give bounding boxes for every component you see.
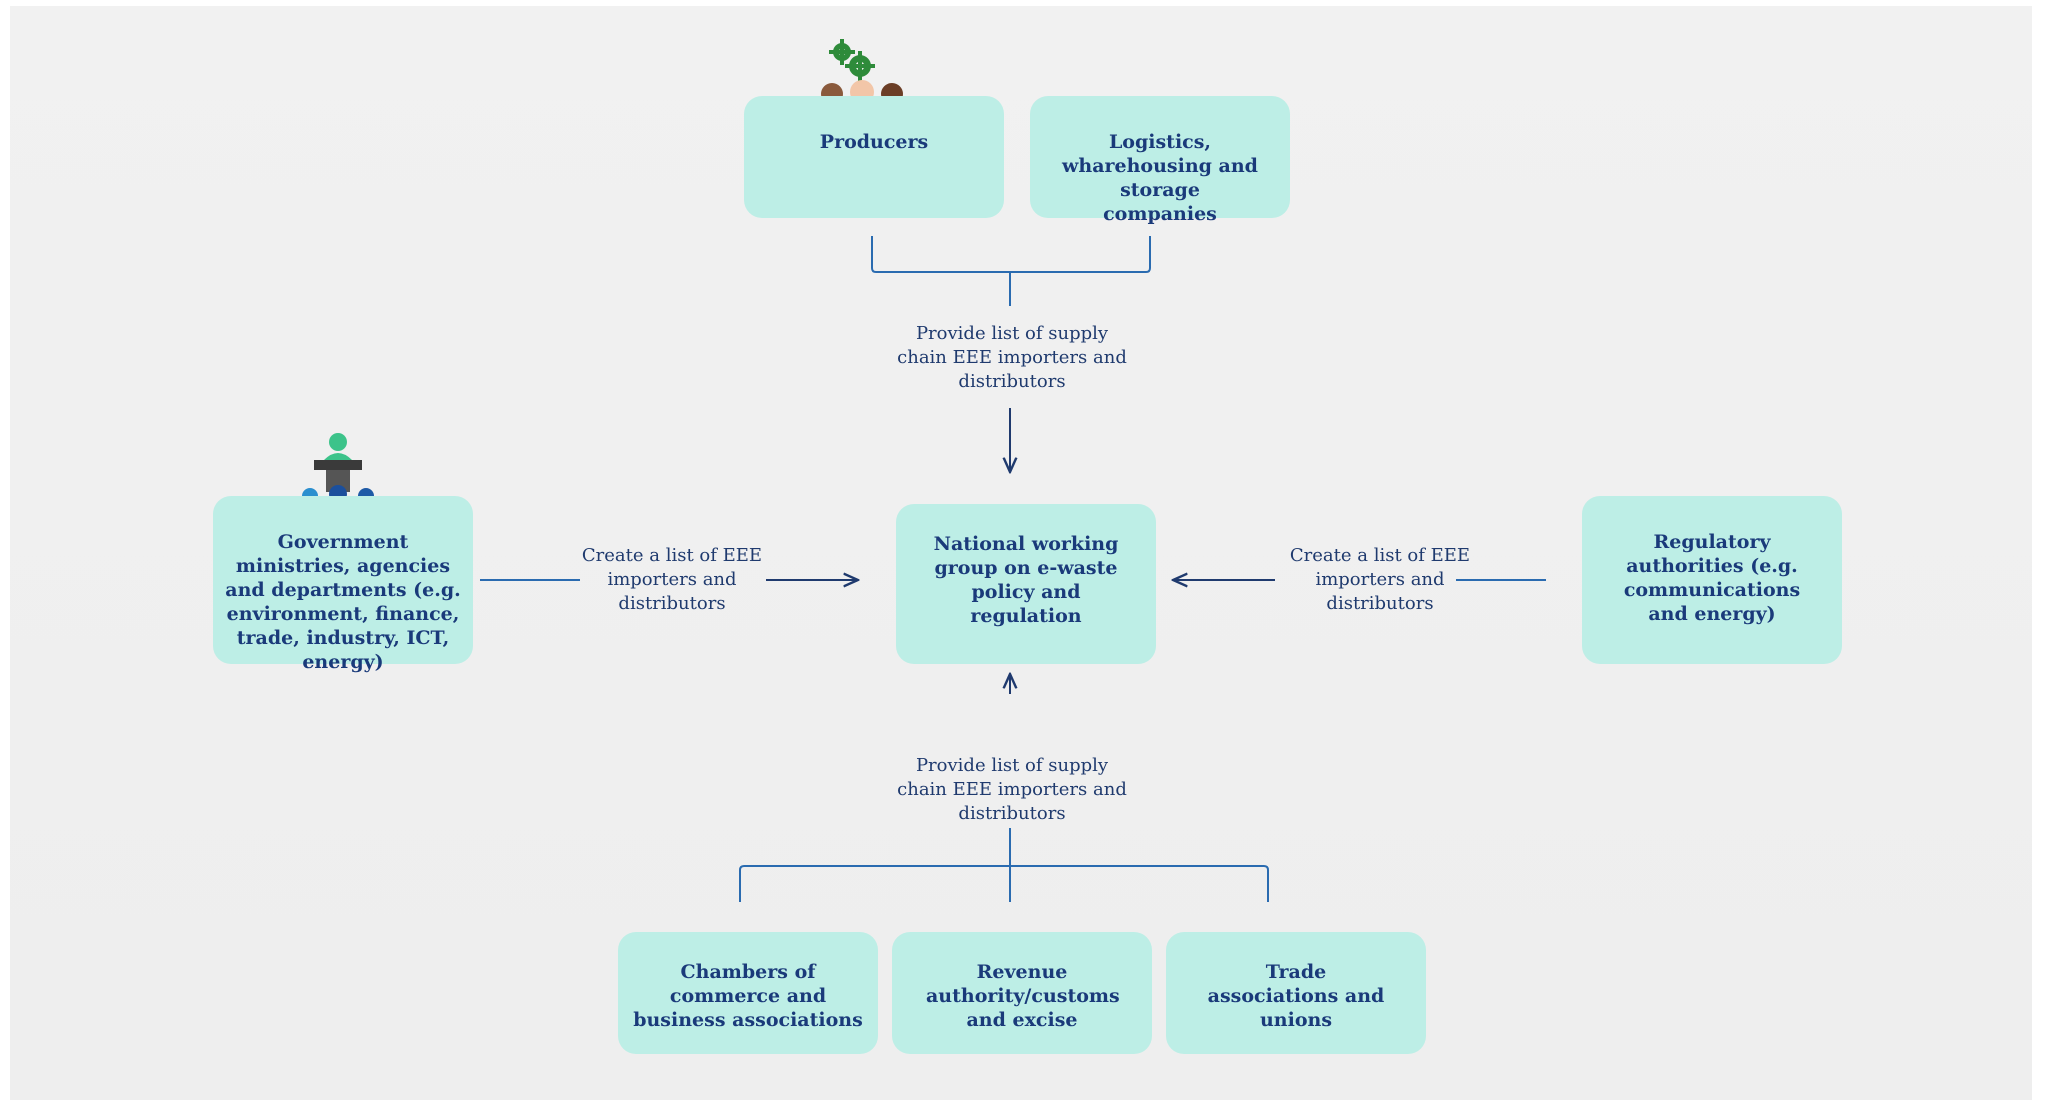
edge-label-right: Create a list of EEE importers and distr… bbox=[1289, 545, 1471, 614]
node-regulatory: Regulatory authorities (e.g. communicati… bbox=[1582, 496, 1842, 664]
diagram-canvas: Producers Logistics, wharehousing and st… bbox=[10, 6, 2032, 1100]
node-national-working-group: National working group on e-waste policy… bbox=[896, 504, 1156, 664]
node-producers-label: Producers bbox=[819, 131, 929, 153]
node-revenue-label: Revenue authority/customs and excise bbox=[926, 961, 1120, 1031]
node-chambers: Chambers of commerce and business associ… bbox=[618, 932, 878, 1054]
node-regulatory-label: Regulatory authorities (e.g. communicati… bbox=[1623, 531, 1801, 625]
node-trade: Trade associations and unions bbox=[1166, 932, 1426, 1054]
node-chambers-label: Chambers of commerce and business associ… bbox=[633, 961, 863, 1031]
node-trade-label: Trade associations and unions bbox=[1207, 961, 1385, 1031]
node-government: Government ministries, agencies and depa… bbox=[213, 496, 473, 673]
node-national-working-group-label: National working group on e-waste policy… bbox=[933, 533, 1119, 627]
bottom-bracket-line bbox=[739, 865, 1269, 902]
edge-label-left: Create a list of EEE importers and distr… bbox=[581, 545, 763, 614]
node-logistics-label: Logistics, wharehousing and storage comp… bbox=[1062, 131, 1258, 225]
edge-label-bottom: Provide list of supply chain EEE importe… bbox=[897, 755, 1127, 824]
node-producers: Producers bbox=[744, 96, 1004, 218]
node-revenue: Revenue authority/customs and excise bbox=[892, 932, 1152, 1054]
connector-lines bbox=[480, 236, 1546, 902]
node-logistics: Logistics, wharehousing and storage comp… bbox=[1030, 96, 1290, 225]
edge-label-top: Provide list of supply chain EEE importe… bbox=[897, 323, 1127, 392]
top-bracket-line bbox=[871, 236, 1151, 273]
node-government-label: Government ministries, agencies and depa… bbox=[225, 531, 461, 673]
